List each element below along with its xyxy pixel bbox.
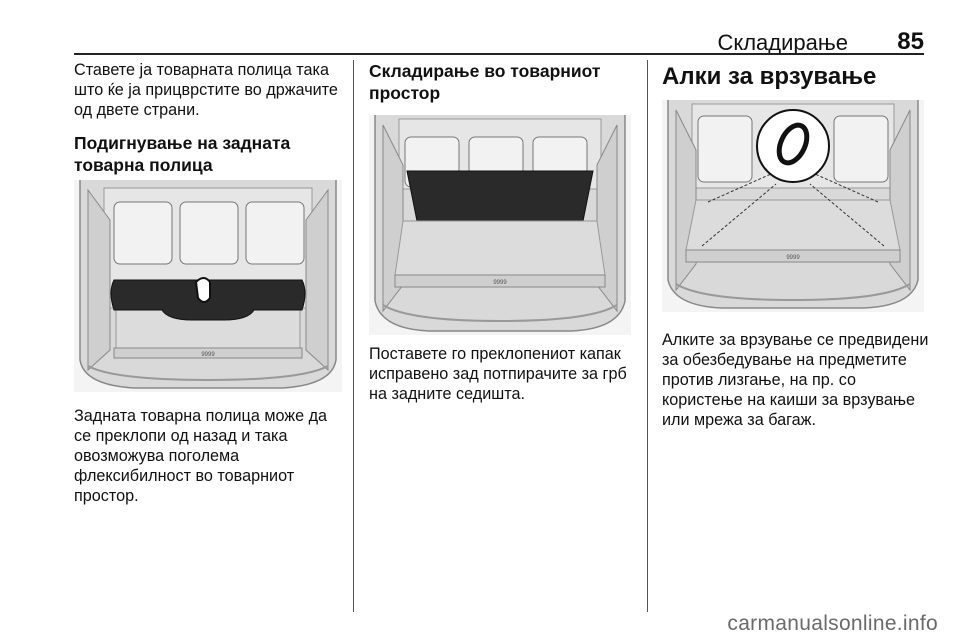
figure-label: 9999 (786, 255, 800, 261)
figure-label: 9999 (493, 280, 507, 286)
column-divider-2 (647, 60, 648, 612)
column-1: Ставете ја товарната полица така што ќе … (74, 60, 342, 176)
page-header-title: Складирање (717, 30, 848, 55)
caption-storage: Поставете го преклопениот капак исправен… (369, 345, 627, 403)
watermark: carmanualsonline.info (727, 612, 938, 635)
figure-label: 9999 (201, 352, 215, 358)
section-heading-lashing-eyes: Алки за врзување (662, 63, 877, 90)
page-number: 85 (897, 28, 924, 55)
column-divider-1 (353, 60, 354, 612)
column-2: Складирање во товарниот простор (369, 60, 637, 104)
caption-lashing-eyes: Алките за врзување се предвидени за обез… (662, 331, 929, 429)
column-3: Алки за врзување (662, 62, 930, 92)
figure-lashing-eyes: 9999 (662, 100, 924, 312)
section-heading-storage: Складирање во товарниот простор (369, 61, 601, 103)
figure-trunk-cover-stowed: 9999 (369, 115, 631, 335)
header-divider (74, 53, 924, 55)
figure-trunk-shelf-raised: 9999 (74, 180, 342, 392)
intro-paragraph: Ставете ја товарната полица така што ќе … (74, 61, 338, 119)
section-heading-lift-shelf: Подигнување на задната товарна полица (74, 133, 291, 175)
caption-lift-shelf: Задната товарна полица може да се прекло… (74, 407, 328, 505)
